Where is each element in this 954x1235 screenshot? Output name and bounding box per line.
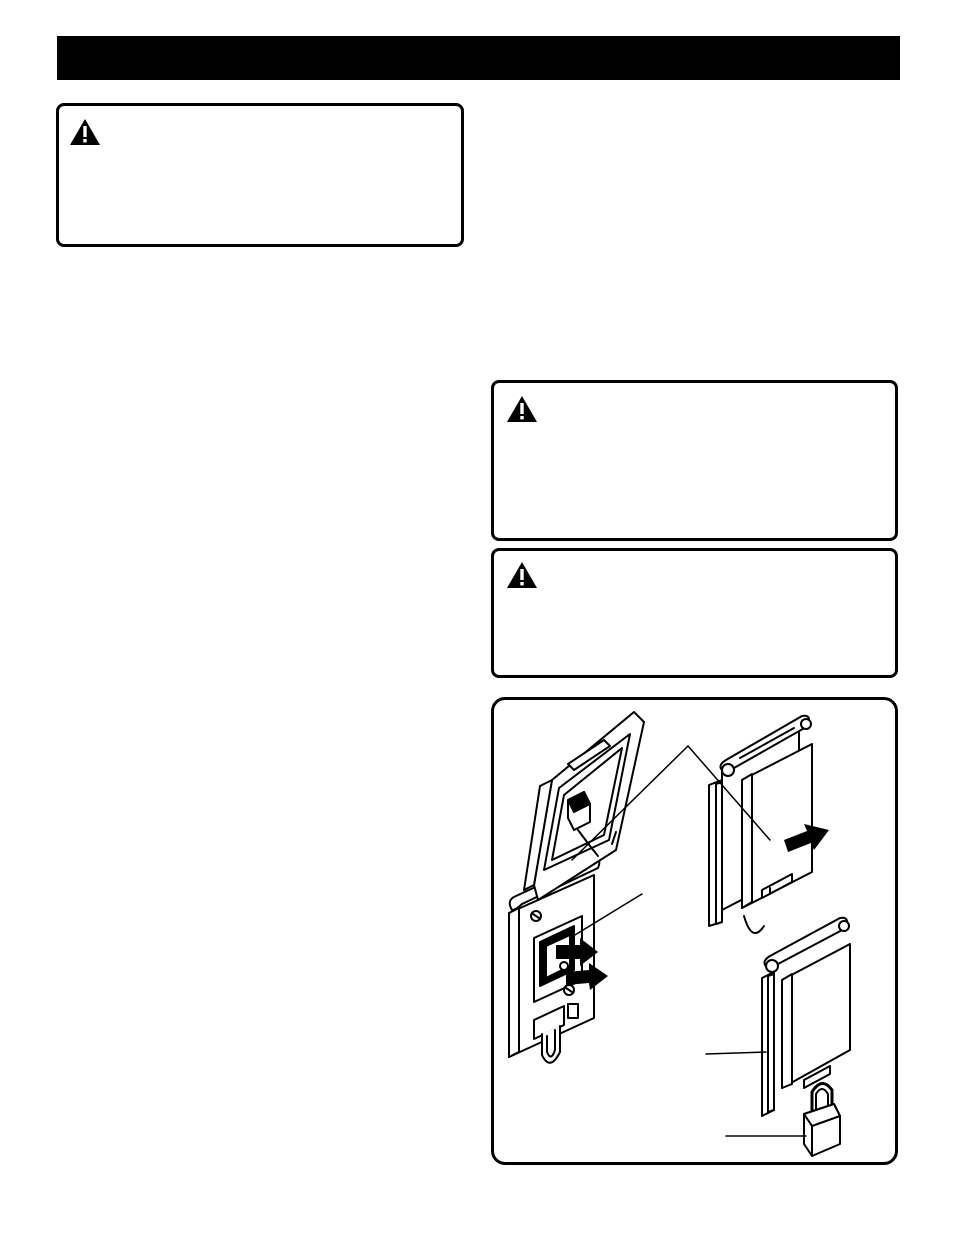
switch-cover-closed-illustration xyxy=(708,714,829,935)
warning-triangle-icon xyxy=(507,562,537,588)
callout-leader-lines xyxy=(569,745,807,1137)
warning-box-3 xyxy=(491,548,898,678)
warning-triangle-icon xyxy=(507,396,537,422)
warning-box-2 xyxy=(491,380,898,541)
warning-triangle-icon xyxy=(70,119,100,145)
figure-switch-illustration xyxy=(491,697,898,1165)
switch-lock-illustration xyxy=(508,711,851,1157)
switch-plate-open-illustration xyxy=(508,711,645,1064)
header-bar xyxy=(57,36,900,80)
warning-box-1 xyxy=(56,103,464,247)
switch-cover-locked-illustration xyxy=(761,916,851,1157)
